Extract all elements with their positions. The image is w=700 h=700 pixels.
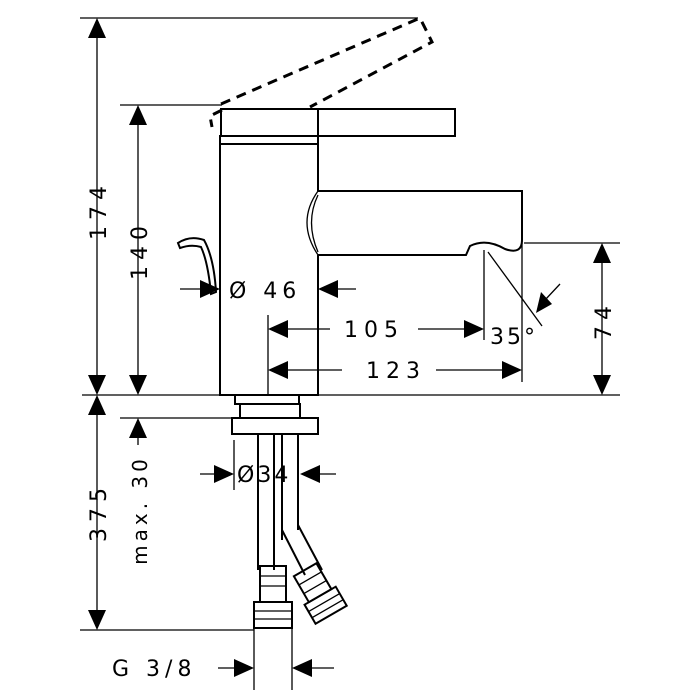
body-cap	[219, 135, 319, 145]
connector-left	[253, 601, 293, 629]
dim-outlet-clearance: 74	[592, 300, 617, 340]
under-deck-assembly	[231, 394, 349, 629]
dim-outlet-angle: 35°	[490, 325, 538, 350]
dim-hose-length: 375	[87, 482, 112, 542]
dim-overall-projection: 123	[366, 359, 426, 384]
faucet-outline	[219, 108, 523, 396]
hose-right	[281, 524, 323, 576]
dim-thread-connection: G 3/8	[112, 657, 196, 682]
lever-open-position	[208, 16, 434, 128]
hose-left	[257, 434, 275, 570]
lever-handle	[220, 108, 456, 137]
faucet-body	[219, 144, 319, 396]
popup-rod	[176, 237, 218, 296]
mounting-nut	[231, 417, 319, 435]
dim-spout-projection: 105	[344, 318, 404, 343]
connector-right	[303, 585, 349, 626]
dim-mounting-hole: Ø34	[237, 463, 291, 488]
dim-total-height: 174	[87, 180, 112, 240]
dim-spout-height: 140	[128, 220, 153, 280]
dim-max-deck-thickness: max. 30	[128, 455, 152, 565]
dim-body-diameter: Ø 46	[229, 279, 301, 304]
spout	[318, 190, 523, 256]
